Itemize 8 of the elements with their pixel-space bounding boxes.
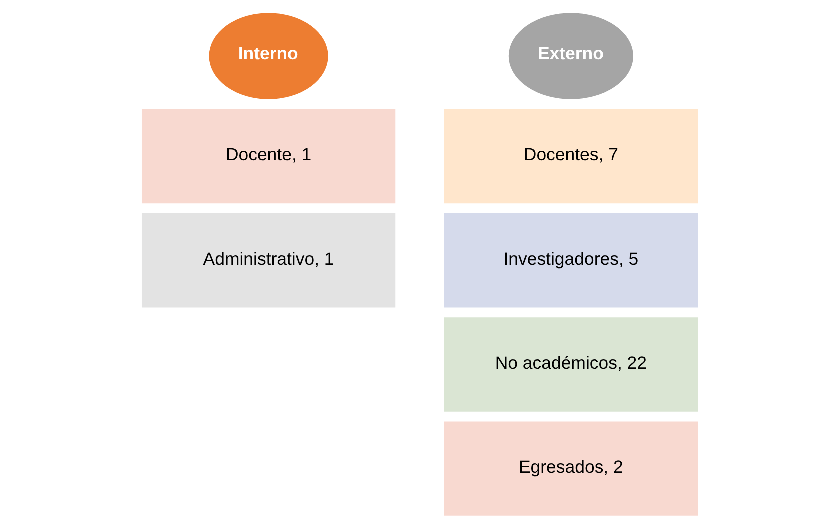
node-box: Egresados, 2 (442, 420, 699, 518)
node-ellipse: Externo (507, 12, 634, 101)
node-box: No académicos, 22 (442, 316, 699, 413)
node-box: Administrativo, 1 (140, 212, 396, 309)
node-box: Docentes, 7 (442, 108, 699, 205)
node-ellipse: Interno (208, 12, 329, 101)
node-box: Investigadores, 5 (442, 212, 699, 309)
node-box: Docente, 1 (140, 108, 396, 205)
